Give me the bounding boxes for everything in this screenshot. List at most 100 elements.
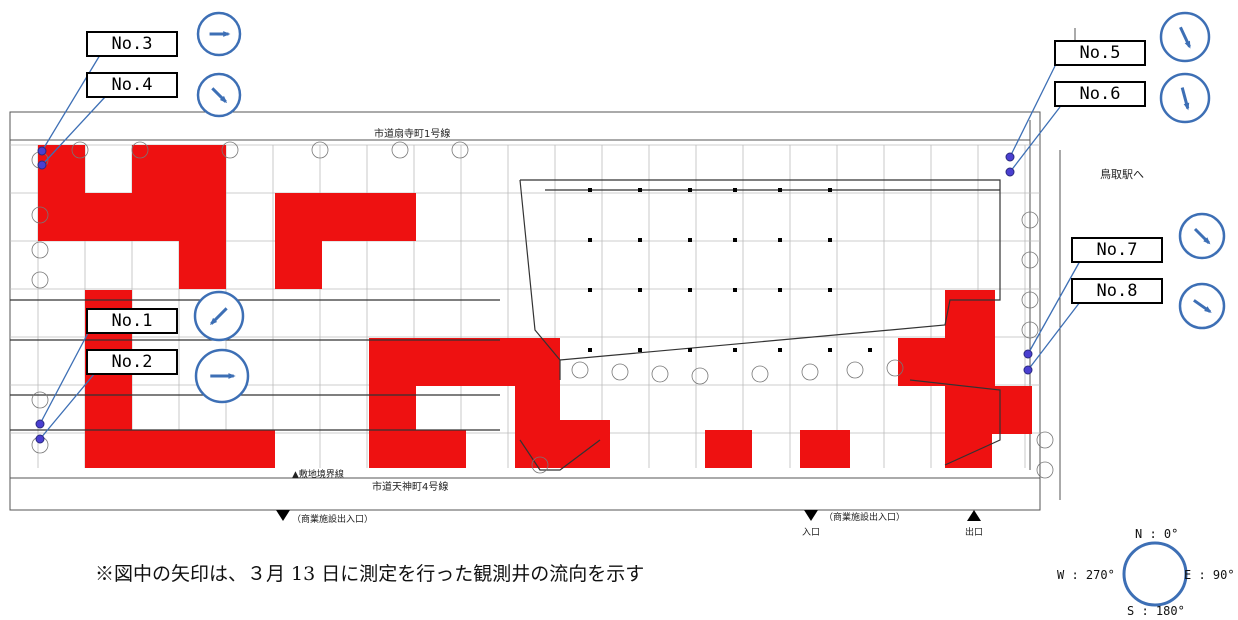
- entrance-label-1: （商業施設出入口）: [292, 515, 374, 525]
- pillar: [588, 288, 592, 292]
- well-dots: [35, 146, 1033, 444]
- pillar: [778, 348, 782, 352]
- tree-icon: [571, 361, 589, 379]
- contamination-cell: [465, 338, 560, 386]
- contamination-cell: [132, 193, 179, 241]
- well-label-no3: No.3: [86, 31, 178, 57]
- pillar: [778, 188, 782, 192]
- pillar: [733, 288, 737, 292]
- pillar: [828, 238, 832, 242]
- contamination-cells: [38, 145, 1032, 468]
- iriguchi-label: 入口: [802, 528, 821, 538]
- contamination-cell: [85, 386, 132, 468]
- entrance-markers: [276, 510, 981, 521]
- flow-arrow-icon: [1178, 282, 1226, 330]
- tree-icon: [31, 391, 49, 409]
- tree-icon: [311, 141, 329, 159]
- contamination-cell: [369, 193, 416, 241]
- pillar: [688, 238, 692, 242]
- pillar: [688, 188, 692, 192]
- pillar: [688, 348, 692, 352]
- tree-icon: [691, 367, 709, 385]
- contamination-cell: [369, 386, 416, 468]
- pillar: [588, 188, 592, 192]
- station-label: 鳥取駅へ: [1100, 168, 1144, 181]
- compass-south-label: S : 180°: [1127, 604, 1185, 618]
- tree-icon: [846, 361, 864, 379]
- tree-icon: [131, 141, 149, 159]
- pillar: [638, 238, 642, 242]
- contamination-cell: [705, 430, 752, 468]
- street-label-south: 市道天神町4号線: [372, 482, 449, 493]
- well-label-no7: No.7: [1071, 237, 1163, 263]
- contamination-cell: [275, 241, 322, 289]
- tree-icon: [31, 271, 49, 289]
- contamination-cell: [38, 145, 85, 241]
- well-label-no6: No.6: [1054, 81, 1146, 107]
- contamination-cell: [132, 430, 179, 468]
- tree-icon: [1021, 251, 1039, 269]
- well-label-no5: No.5: [1054, 40, 1146, 66]
- entrance-triangle-2: [804, 510, 818, 521]
- pillar: [588, 238, 592, 242]
- contamination-cell: [322, 193, 369, 241]
- tree-icon: [71, 141, 89, 159]
- contamination-cell: [992, 386, 1032, 434]
- deguchi-label: 出口: [965, 528, 984, 538]
- compass-north-label: N : 0°: [1135, 527, 1179, 541]
- entrance-label-2: （商業施設出入口）: [824, 513, 906, 523]
- exit-triangle: [967, 510, 981, 521]
- tree-icon: [886, 359, 904, 377]
- pillar: [733, 348, 737, 352]
- contamination-cell: [416, 430, 466, 468]
- trees: [31, 141, 1054, 479]
- tree-icon: [611, 363, 629, 381]
- pillar: [828, 188, 832, 192]
- tree-icon: [451, 141, 469, 159]
- flow-arrow-icon: [193, 290, 245, 342]
- pillar: [688, 288, 692, 292]
- tree-icon: [31, 241, 49, 259]
- contamination-cell: [560, 420, 610, 468]
- pillar: [868, 348, 872, 352]
- street-label-north: 市道扇寺町1号線: [374, 129, 451, 140]
- tree-icon: [651, 365, 669, 383]
- contamination-cell: [275, 193, 322, 241]
- contamination-cell: [85, 193, 132, 241]
- pillar: [778, 238, 782, 242]
- pillars: [588, 188, 872, 352]
- flow-arrow-icon: [196, 72, 242, 118]
- pillar: [828, 348, 832, 352]
- flow-arrows: [193, 11, 1226, 404]
- flow-arrow-icon: [1178, 212, 1226, 260]
- flow-arrow-icon: [194, 348, 250, 404]
- contamination-cell: [132, 145, 179, 193]
- contamination-cell: [179, 193, 226, 241]
- contamination-cell: [945, 290, 995, 386]
- well-label-no8: No.8: [1071, 278, 1163, 304]
- well-label-no4: No.4: [86, 72, 178, 98]
- site-outline: [9, 111, 1061, 511]
- well-label-no1: No.1: [86, 308, 178, 334]
- contamination-cell: [369, 338, 465, 386]
- tree-icon: [1021, 211, 1039, 229]
- pillar: [828, 288, 832, 292]
- tree-icon: [221, 141, 239, 159]
- tree-icon: [801, 363, 819, 381]
- pillar: [638, 288, 642, 292]
- pillar: [778, 288, 782, 292]
- pillar: [588, 348, 592, 352]
- pillar: [638, 348, 642, 352]
- contamination-cell: [898, 338, 945, 386]
- leader-lines: [39, 54, 1081, 440]
- tree-icon: [531, 456, 549, 474]
- contamination-cell: [800, 430, 850, 468]
- tree-icon: [1021, 291, 1039, 309]
- tree-icon: [1036, 431, 1054, 449]
- tree-icon: [751, 365, 769, 383]
- well-label-no2: No.2: [86, 349, 178, 375]
- contamination-cell: [179, 430, 275, 468]
- compass-east-label: E : 90°: [1184, 568, 1235, 582]
- pillar: [638, 188, 642, 192]
